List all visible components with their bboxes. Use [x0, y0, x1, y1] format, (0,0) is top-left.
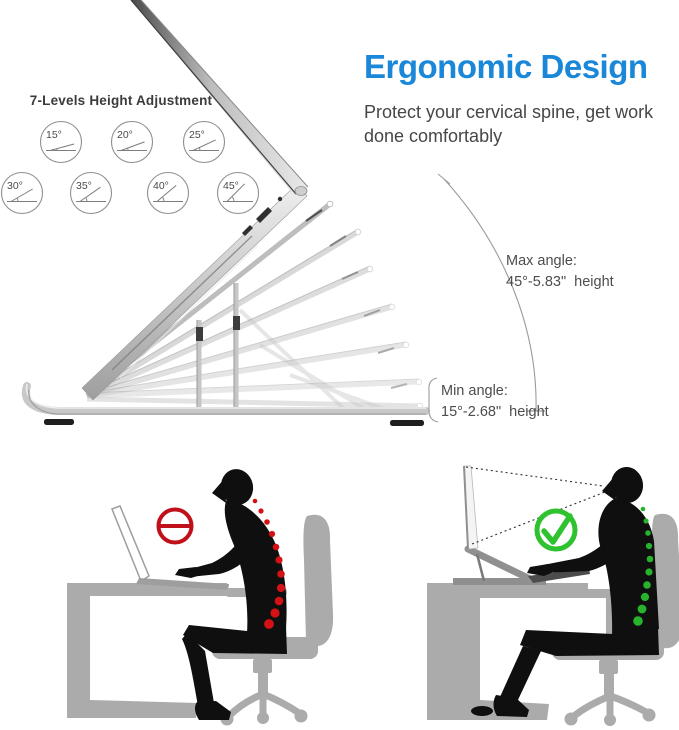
angle-dial-25: 25° — [182, 120, 226, 164]
max-angle-value: 45°-5.83" height — [506, 274, 614, 290]
min-angle-value: 15°-2.68" height — [441, 404, 549, 420]
min-angle-label: Min angle: — [441, 383, 508, 399]
laptop — [81, 0, 309, 401]
person-good-posture — [471, 467, 659, 717]
stand-supports — [196, 283, 240, 407]
stand-base — [21, 382, 430, 426]
svg-text:20°: 20° — [117, 129, 133, 141]
angle-dial-45: 45° — [216, 171, 260, 215]
ergonomic-subtitle-line1: Protect your cervical spine, get work — [364, 102, 654, 122]
angle-arc — [437, 173, 545, 412]
laptop-port — [242, 225, 253, 236]
svg-text:30°: 30° — [7, 180, 23, 192]
desk-left — [67, 583, 227, 718]
stand-base-plate — [453, 578, 546, 585]
laptop-screen-flat — [111, 505, 150, 583]
stand-foot-pad-left — [44, 419, 74, 425]
height-adjustment-title: 7-Levels Height Adjustment — [29, 93, 213, 108]
straight-spine-dots — [633, 506, 654, 626]
stand-platform-small — [464, 545, 536, 584]
min-height-bracket — [428, 377, 439, 423]
svg-text:35°: 35° — [76, 180, 92, 192]
desk-right — [427, 583, 588, 720]
laptop-on-stand — [453, 465, 590, 585]
prohibition-icon — [156, 507, 194, 545]
svg-text:40°: 40° — [153, 180, 169, 192]
ergonomic-subtitle-line2: done comfortably — [364, 126, 503, 146]
checkmark-icon — [534, 508, 578, 552]
angle-dial-40: 40° — [146, 171, 190, 215]
svg-text:45°: 45° — [223, 180, 239, 192]
good-posture-scene — [427, 465, 679, 726]
stand-ghost-positions — [85, 228, 424, 410]
min-angle-annotation: Min angle: 15°-2.68" height — [441, 381, 549, 423]
person-bad-posture — [175, 469, 287, 720]
svg-text:25°: 25° — [189, 129, 205, 141]
ergonomic-subtitle: Protect your cervical spine, get work don… — [364, 100, 664, 148]
laptop-screen — [131, 0, 308, 196]
sight-line-top — [465, 466, 604, 487]
angle-dial-30: 30° — [0, 171, 44, 215]
svg-text:15°: 15° — [46, 129, 62, 141]
curved-spine-dots — [252, 498, 286, 629]
posture-comparison — [67, 465, 679, 726]
laptop-port — [256, 207, 272, 223]
max-angle-annotation: Max angle: 45°-5.83" height — [506, 251, 614, 293]
laptop-stand-illustration — [21, 0, 545, 426]
ergonomic-title: Ergonomic Design — [364, 48, 648, 85]
angle-dial-35: 35° — [69, 171, 113, 215]
angle-dial-15: 15° — [39, 120, 83, 164]
max-angle-label: Max angle: — [506, 253, 577, 269]
stand-foot-pad-right — [390, 420, 424, 426]
laptop-hinge — [294, 186, 308, 196]
bad-posture-scene — [67, 469, 334, 726]
laptop-base-flat — [136, 578, 229, 590]
raised-laptop-keyboard — [528, 568, 590, 583]
angle-dial-20: 20° — [110, 120, 154, 164]
